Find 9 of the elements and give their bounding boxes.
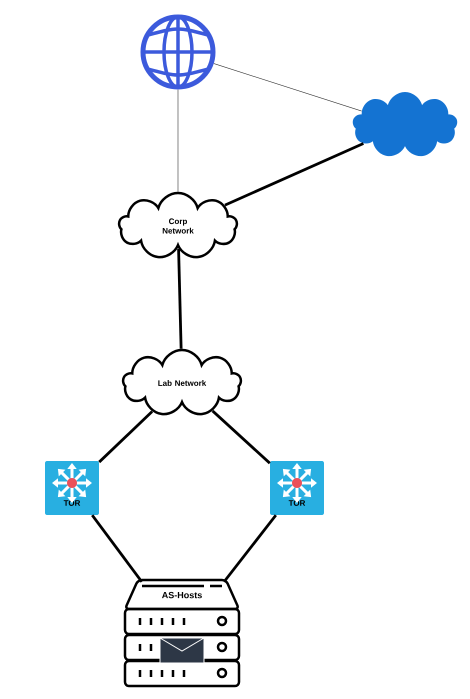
- cloud-icon: [352, 92, 458, 156]
- connector-line: [222, 514, 277, 583]
- connector-line: [98, 410, 154, 464]
- connector-line: [224, 142, 364, 206]
- globe-drawing: [140, 14, 216, 90]
- server-drawing: AS-Hosts: [124, 578, 240, 688]
- connector-line: [212, 410, 271, 464]
- connector-line: [214, 63, 362, 112]
- connector-line: [91, 514, 143, 583]
